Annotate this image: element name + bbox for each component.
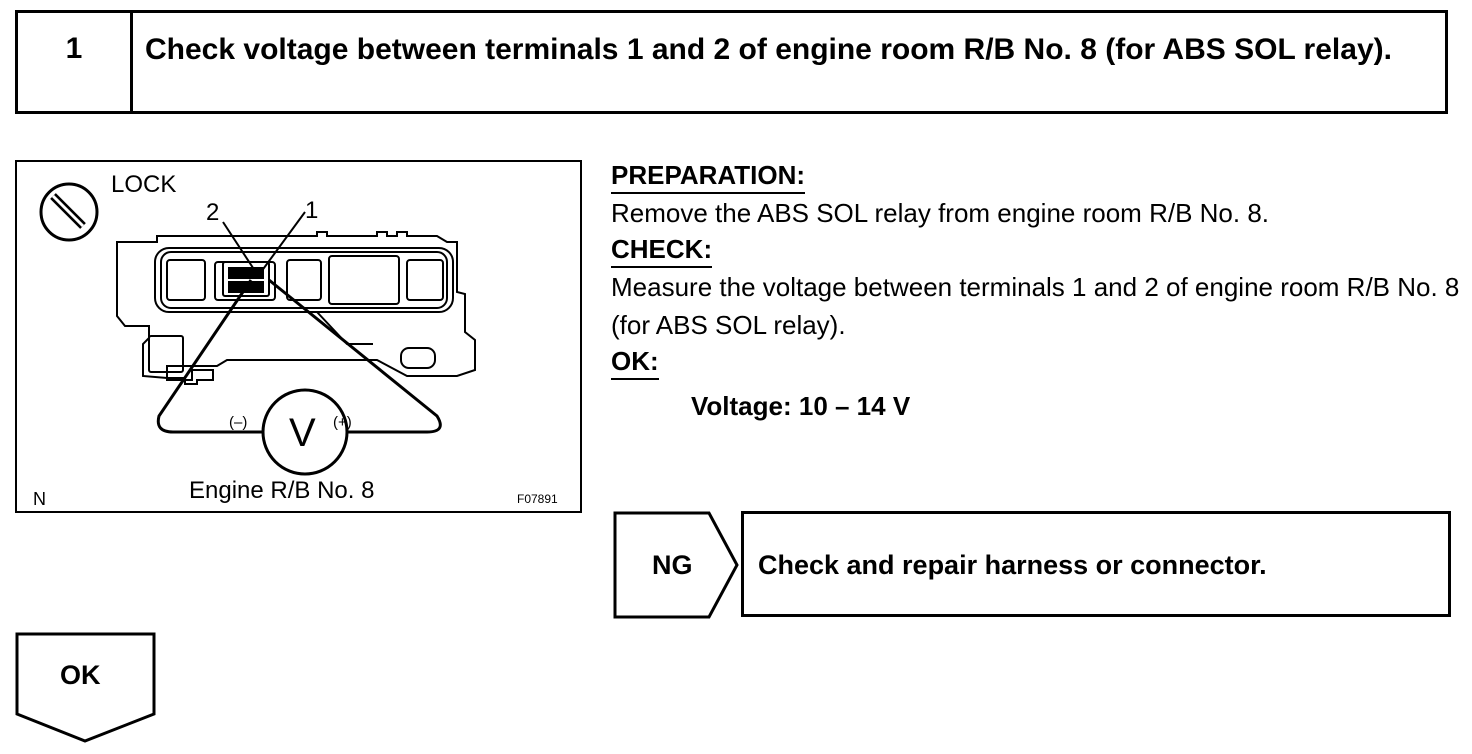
ok-arrow-tag <box>15 632 156 743</box>
minus-probe-label: (–) <box>229 414 248 431</box>
preparation-heading: PREPARATION: <box>611 158 806 194</box>
voltmeter-symbol: V <box>289 411 316 455</box>
procedure-panel: PREPARATION: Remove the ABS SOL relay fr… <box>611 158 1461 424</box>
wiring-figure: LOCK 2 1 V (–) (+) Engine R/B No. 8 N F0… <box>15 160 582 513</box>
check-heading: CHECK: <box>611 232 713 268</box>
preparation-text: Remove the ABS SOL relay from engine roo… <box>611 198 1269 228</box>
lock-label: LOCK <box>111 171 177 198</box>
ng-label: NG <box>652 550 693 580</box>
terminal-2-label: 2 <box>206 199 220 226</box>
step-title: Check voltage between terminals 1 and 2 … <box>145 33 1392 66</box>
check-text: Measure the voltage between terminals 1 … <box>611 272 1460 340</box>
plus-probe-label: (+) <box>333 414 352 431</box>
voltage-spec: Voltage: 10 – 14 V <box>691 391 911 421</box>
ok-label: OK <box>60 660 101 690</box>
figure-caption: Engine R/B No. 8 <box>189 477 375 504</box>
step-number: 1 <box>18 13 133 111</box>
step-header: 1 Check voltage between terminals 1 and … <box>15 10 1448 114</box>
ng-action-box: Check and repair harness or connector. <box>741 511 1451 617</box>
ignition-lock-icon <box>39 182 99 242</box>
terminal-1-label: 1 <box>305 197 319 224</box>
ng-arrow-tag <box>613 511 739 619</box>
relay-block-diagram <box>39 182 476 476</box>
ok-heading: OK: <box>611 344 659 380</box>
corner-mark: N <box>33 489 46 509</box>
figure-code: F07891 <box>517 492 558 506</box>
